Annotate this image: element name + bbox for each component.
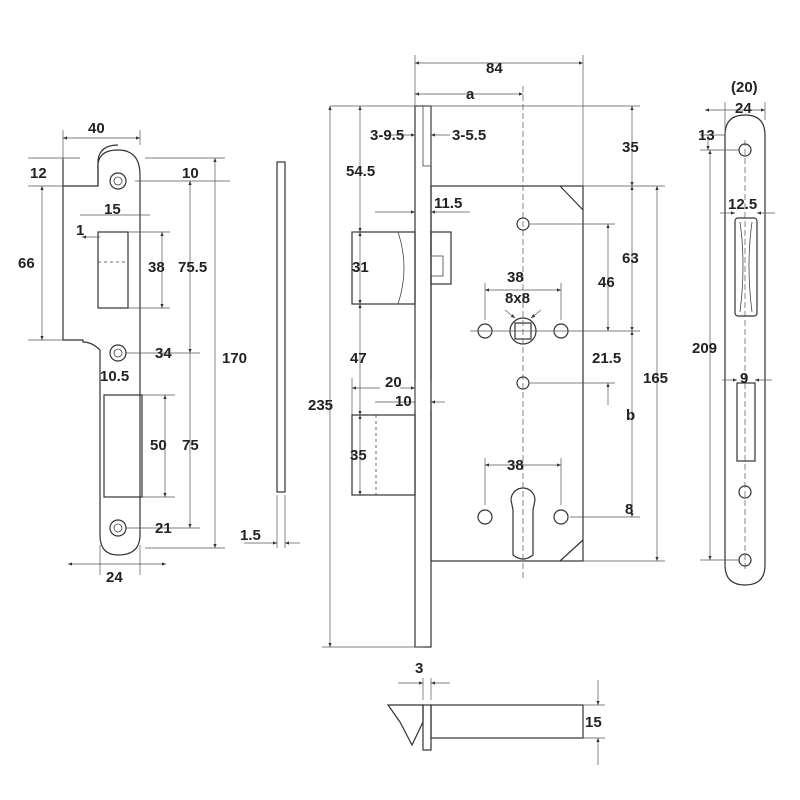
dim-body-46: 46 (598, 274, 615, 291)
dim-strike-75-5: 75.5 (178, 259, 207, 276)
lock-case (430, 185, 584, 562)
euro-cylinder-cutout (510, 487, 536, 560)
dim-strike-15: 15 (104, 201, 121, 218)
bolt-detail-plate (422, 704, 432, 751)
dim-body-8: 8 (625, 501, 633, 518)
faceplate-bolt-slot (736, 382, 756, 462)
faceplate-latch-slot (734, 217, 758, 317)
dim-body-35-top: 35 (622, 139, 639, 156)
faceplate-view: (20) 24 13 12.5 209 9 (692, 79, 775, 586)
strike-screw-hole-mid (109, 344, 127, 362)
rear-hatch (422, 105, 432, 167)
dim-body-10: 10 (395, 393, 412, 410)
profile-bar (276, 161, 286, 493)
dim-face-20-paren: (20) (731, 79, 758, 96)
dim-body-38-top: 38 (507, 269, 524, 286)
bolt-detail-view: 3 15 (386, 660, 605, 765)
cylinder-hole-left (477, 509, 493, 525)
dim-strike-24: 24 (106, 569, 123, 586)
dim-strike-170: 170 (222, 350, 247, 367)
dim-body-8x8: 8x8 (505, 290, 530, 307)
lock-faceplate-strip (414, 105, 432, 648)
dim-body-63: 63 (622, 250, 639, 267)
strike-screw-hole-top (109, 172, 127, 190)
dim-profile-1-5: 1.5 (240, 527, 261, 544)
dim-strike-12: 12 (30, 165, 47, 182)
dim-strike-40: 40 (88, 120, 105, 137)
dim-body-38-bottom: 38 (507, 457, 524, 474)
latch-bolt (351, 231, 416, 305)
lock-body-view: 84 a 3-9.5 3-5.5 35 54.5 11.5 63 31 38 8… (308, 55, 668, 648)
dim-strike-10-5: 10.5 (100, 368, 129, 385)
strike-plate-view: 40 12 10 66 15 1 38 75.5 170 34 10.5 50 … (18, 120, 247, 586)
dim-body-20: 20 (385, 374, 402, 391)
dim-body-165: 165 (643, 370, 668, 387)
faceplate-outline (724, 114, 766, 586)
strike-plate-outline (62, 149, 141, 556)
dim-strike-34: 34 (155, 345, 172, 362)
strike-side-profile: 1.5 (240, 161, 300, 548)
dim-face-9: 9 (740, 370, 748, 387)
dim-face-13: 13 (698, 127, 715, 144)
dim-body-11-5: 11.5 (434, 195, 462, 212)
bolt-detail-tongue (386, 704, 424, 747)
bolt-detail-body (430, 704, 584, 739)
dim-body-3-9-5: 3-9.5 (370, 127, 404, 144)
cylinder-hole-right (553, 509, 569, 525)
dim-strike-21: 21 (155, 520, 172, 537)
dim-body-35-bottom: 35 (350, 447, 367, 464)
dim-body-21-5: 21.5 (592, 350, 621, 367)
dim-face-12-5: 12.5 (728, 196, 757, 213)
dim-strike-38: 38 (148, 259, 165, 276)
dim-face-209: 209 (692, 340, 717, 357)
dim-body-a: a (466, 86, 475, 103)
dim-body-b: b (626, 407, 635, 424)
latch-bolt-opening (97, 231, 129, 309)
dim-face-24: 24 (735, 100, 752, 117)
strike-plate-top-ear (97, 144, 119, 186)
dim-body-84: 84 (486, 60, 503, 77)
dim-body-31: 31 (352, 259, 369, 276)
dim-strike-75: 75 (182, 437, 199, 454)
dim-strike-50: 50 (150, 437, 167, 454)
dim-strike-66: 66 (18, 255, 35, 272)
strike-screw-hole-bottom (109, 519, 127, 537)
dead-bolt (351, 414, 416, 496)
dim-strike-10: 10 (182, 165, 199, 182)
dead-bolt-opening (103, 394, 143, 498)
dim-body-235: 235 (308, 397, 333, 414)
dim-strike-1: 1 (76, 222, 84, 239)
dim-bolt-15: 15 (585, 714, 602, 731)
dim-bolt-3: 3 (415, 660, 423, 677)
dim-body-54-5: 54.5 (346, 163, 375, 180)
dim-body-47: 47 (350, 350, 367, 367)
dim-body-3-5-5: 3-5.5 (452, 127, 486, 144)
